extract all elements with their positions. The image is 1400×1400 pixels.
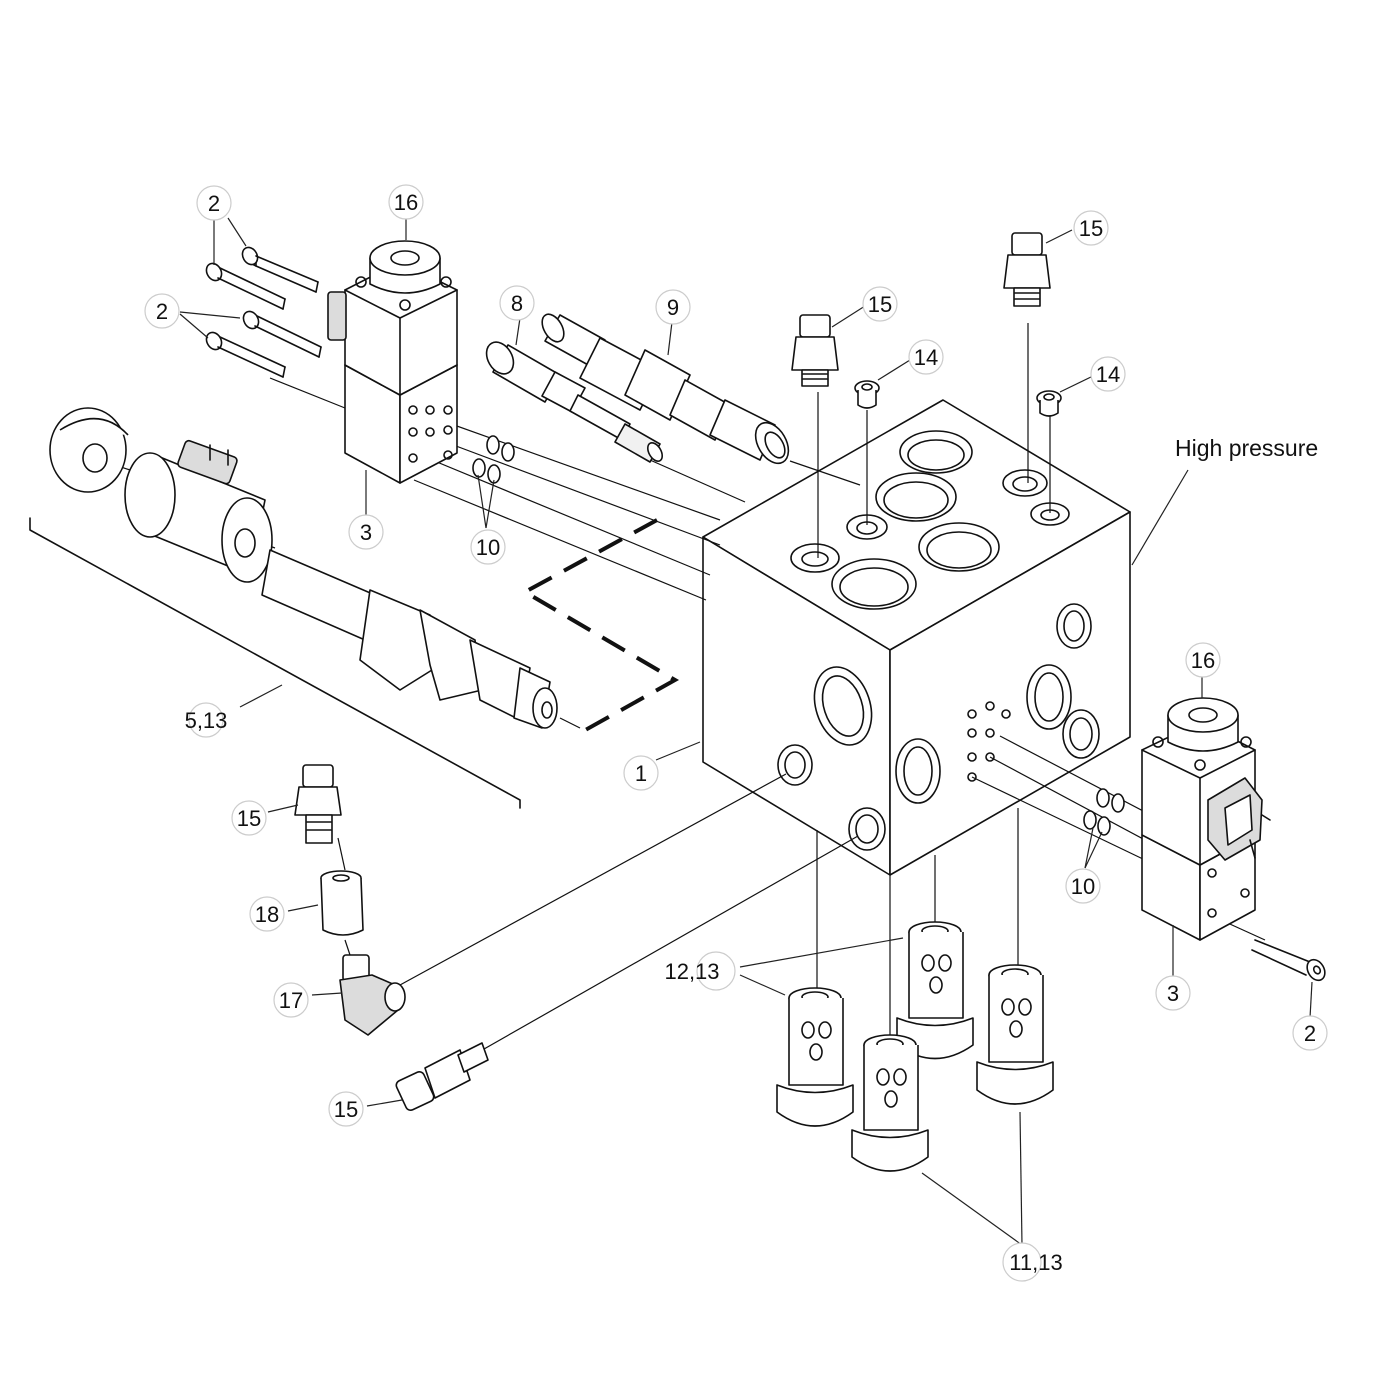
svg-text:17: 17 (279, 988, 303, 1013)
callout-2: 2 (196, 185, 232, 221)
callout-17: 17 (273, 982, 309, 1018)
callout-14: 14 (908, 339, 944, 375)
callout-15: 15 (328, 1091, 364, 1127)
svg-text:8: 8 (511, 291, 523, 316)
callout-3: 3 (348, 514, 384, 550)
cartridge-item-9 (541, 313, 790, 465)
pressure-plug-15-top-b (1003, 232, 1051, 307)
callout-18: 18 (249, 896, 285, 932)
callout-12-13: 12,13 (664, 951, 736, 991)
callout-1: 1 (623, 755, 659, 791)
callout-8: 8 (499, 285, 535, 321)
elbow-fitting-17 (339, 954, 406, 1036)
group-bracket-5-13 (29, 517, 521, 809)
o-rings-right (1083, 788, 1125, 836)
callout-10: 10 (1065, 868, 1101, 904)
callout-2: 2 (144, 293, 180, 329)
high-pressure-label: High pressure (1175, 435, 1318, 461)
svg-text:14: 14 (1096, 362, 1120, 387)
svg-text:5,13: 5,13 (185, 708, 228, 733)
left-face-ports (777, 666, 886, 851)
svg-text:16: 16 (1191, 648, 1215, 673)
pressure-plug-15-lower (294, 764, 342, 844)
callout-15: 15 (231, 800, 267, 836)
adapter-18 (320, 870, 364, 936)
o-rings-left (472, 435, 515, 484)
callout-3: 3 (1155, 975, 1191, 1011)
solenoid-valve-left (327, 240, 458, 484)
svg-text:2: 2 (208, 191, 220, 216)
top-ports (790, 430, 1070, 610)
svg-text:2: 2 (156, 299, 168, 324)
svg-text:11,13: 11,13 (1009, 1250, 1062, 1275)
manifold-block (702, 399, 1131, 876)
leader-lines (179, 216, 1313, 1246)
callout-16: 16 (388, 184, 424, 220)
assembly-lines (99, 323, 1266, 1058)
svg-text:1: 1 (635, 761, 647, 786)
svg-text:14: 14 (914, 345, 938, 370)
svg-text:9: 9 (667, 295, 679, 320)
pressure-plug-15-side (395, 1042, 489, 1111)
svg-text:3: 3 (360, 520, 372, 545)
svg-text:15: 15 (334, 1097, 358, 1122)
callout-2: 2 (1292, 1015, 1328, 1051)
callouts: 2 16 2 8 9 15 15 14 (144, 184, 1328, 1282)
svg-text:12,13: 12,13 (664, 959, 719, 984)
callout-15: 15 (1073, 210, 1109, 246)
callout-16: 16 (1185, 642, 1221, 678)
svg-text:10: 10 (476, 535, 500, 560)
callout-11-13: 11,13 (1002, 1242, 1063, 1282)
dashed-outline (520, 518, 680, 735)
right-face-ports (895, 603, 1100, 804)
svg-text:2: 2 (1304, 1021, 1316, 1046)
svg-text:15: 15 (237, 806, 261, 831)
cartridge-12-13-b (896, 921, 974, 1060)
cartridge-11-13-a (851, 1034, 929, 1172)
bolt-right (1251, 939, 1326, 982)
plug-14-a (854, 380, 880, 409)
cartridge-12-13-a (776, 987, 854, 1127)
cartridge-11-13-b (976, 964, 1054, 1105)
svg-text:18: 18 (255, 902, 279, 927)
cartridge-item-8 (485, 341, 664, 463)
svg-text:3: 3 (1167, 981, 1179, 1006)
callout-14: 14 (1090, 356, 1126, 392)
callout-9: 9 (655, 289, 691, 325)
svg-text:15: 15 (1079, 216, 1103, 241)
callout-10: 10 (470, 529, 506, 565)
plug-14-b (1036, 390, 1062, 417)
svg-text:10: 10 (1071, 874, 1095, 899)
callout-5-13: 5,13 (185, 702, 228, 738)
pressure-plug-15-top-a (791, 314, 839, 387)
svg-text:16: 16 (394, 190, 418, 215)
svg-text:15: 15 (868, 292, 892, 317)
solenoid-cartridge-item-5-13 (49, 407, 558, 729)
bolts-left (205, 246, 322, 378)
solenoid-valve-right (1141, 697, 1271, 941)
callout-15: 15 (862, 286, 898, 322)
